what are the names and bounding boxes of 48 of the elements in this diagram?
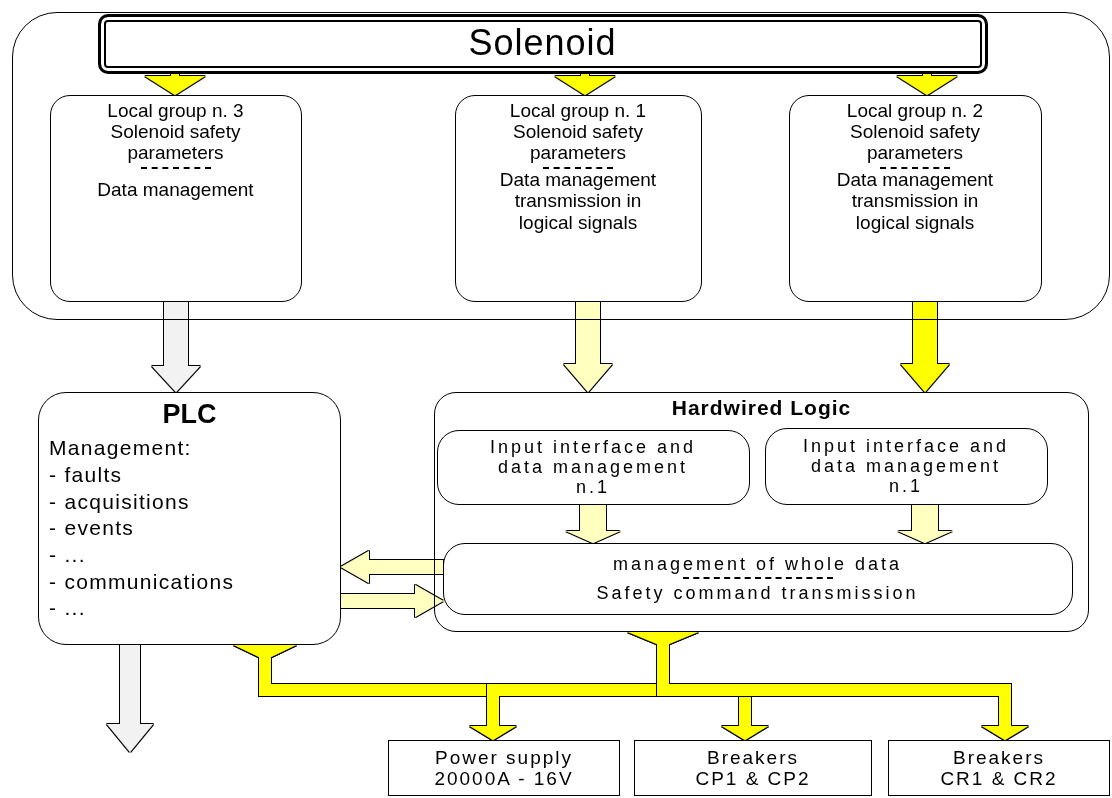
process-box — [436, 429, 750, 505]
list-item: - communications — [49, 568, 235, 595]
node-label: Local group n. 2 Solenoid safety parameters — [845, 99, 985, 164]
process-box — [888, 740, 1110, 796]
node-label: Data management — [96, 178, 255, 201]
list-item: Management: — [49, 435, 192, 462]
arrow — [898, 505, 952, 543]
arrow — [628, 632, 1028, 740]
title-bar — [97, 13, 988, 74]
list-item: - events — [49, 515, 135, 542]
process-box — [764, 427, 1048, 505]
process-box — [49, 94, 302, 302]
node-label: Input interface and data management n.1 — [488, 436, 698, 498]
list-item: - faults — [49, 461, 123, 488]
node-label: Safety command transmission — [596, 583, 919, 604]
list-item: - acquisitions — [49, 488, 190, 515]
node-label: Breakers CR1 & CR2 — [939, 746, 1059, 790]
node-label: Solenoid — [468, 23, 617, 64]
process-box — [388, 740, 620, 796]
process-box — [634, 740, 872, 796]
arrow — [901, 302, 949, 392]
arrow — [341, 551, 443, 583]
arrow — [555, 74, 615, 95]
node-label: management of whole data — [612, 553, 903, 574]
arrow — [152, 302, 200, 392]
arrow — [564, 302, 612, 392]
process-box — [788, 94, 1042, 302]
node-label: Power supply 20000A - 16V — [433, 746, 575, 790]
group-frame — [12, 12, 1110, 320]
arrow — [145, 74, 205, 95]
node-label: Breakers CP1 & CP2 — [694, 746, 812, 790]
node-label: Data management transmission in logical signals — [498, 168, 658, 234]
process-box — [38, 392, 341, 645]
process-box — [454, 94, 702, 302]
node-label: Local group n. 1 Solenoid safety parameters — [508, 99, 648, 164]
group-frame — [434, 392, 1089, 632]
list-item: - ... — [49, 595, 86, 622]
group-heading: Hardwired Logic — [671, 396, 852, 420]
list-item: - ... — [49, 541, 86, 568]
arrow — [341, 585, 443, 617]
node-label: Local group n. 3 Solenoid safety parameters — [106, 99, 245, 164]
arrow — [566, 505, 620, 543]
node-label: Data management transmission in logical signals — [835, 168, 995, 234]
node-label: Input interface and data management n.1 — [801, 435, 1011, 497]
process-box — [442, 542, 1073, 615]
arrow — [897, 74, 957, 95]
box-heading: PLC — [162, 398, 217, 431]
arrow — [107, 645, 153, 752]
